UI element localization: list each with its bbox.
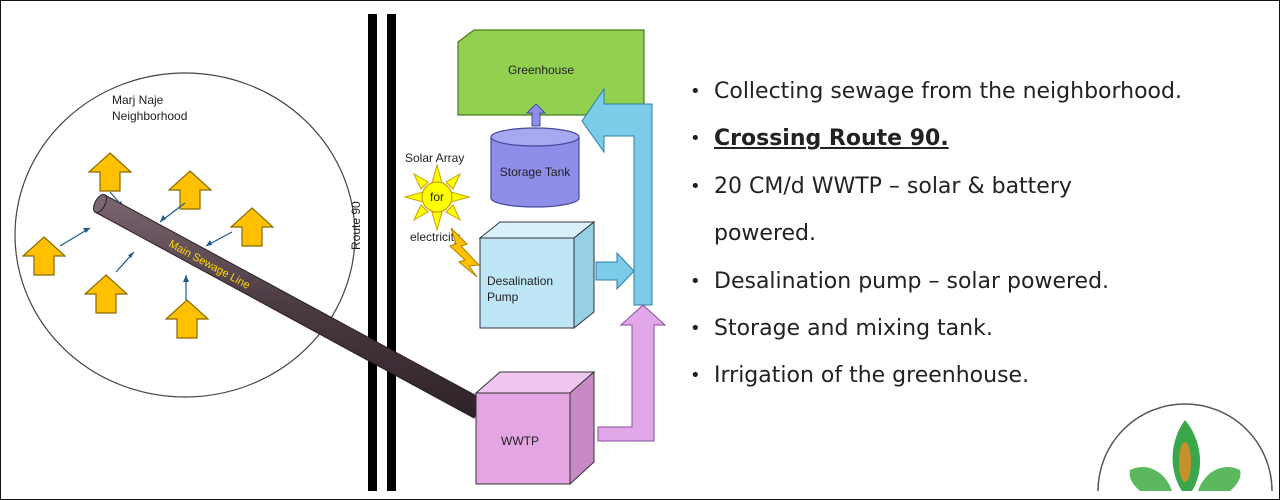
neighborhood-label-line1: Marj Naje [112,93,164,107]
pump-label-line2: Pump [487,290,519,304]
bullet-text: Collecting sewage from the neighborhood. [714,79,1182,104]
storage-tank: Storage Tank [490,127,580,208]
solar-label-top: Solar Array [405,151,464,165]
bullet-list: •Collecting sewage from the neighborhood… [690,68,1182,400]
bullet-text: powered. [714,221,817,247]
neighborhood-label-line2: Neighborhood [112,109,187,123]
neighborhood-boundary [14,72,356,398]
blue-return-arrow [581,87,653,306]
wwtp: WWTP [474,370,596,486]
tank-to-greenhouse-arrow [525,103,547,127]
pump-to-riser-arrow [595,251,635,291]
route-90-lane-right [387,14,396,491]
wwtp-to-riser-arrow [597,304,667,442]
desalination-pump: Desalination Pump [478,220,596,330]
solar-array-icon: Solar Array for electricity [403,151,471,244]
bullet-text: 20 CM/d WWTP – solar & battery [714,173,1072,199]
bullet-item: •20 CM/d WWTP – solar & battery [690,173,1072,199]
route-label: Route 90 [349,201,363,250]
lightning-icon [449,227,481,278]
bullet-item: •Crossing Route 90. [690,126,949,152]
pump-label-line1: Desalination [487,274,553,288]
greenhouse-label: Greenhouse [508,63,574,77]
solar-label-bottom: electricity [410,230,460,244]
route-90-lane-left [368,14,377,491]
bullet-item: •Irrigation of the greenhouse. [690,363,1030,389]
project-logo [1097,403,1273,491]
bullet-item: •Desalination pump – solar powered. [690,268,1110,294]
greenhouse [457,29,645,116]
bullet-text: Crossing Route 90. [714,126,949,152]
storage-tank-label: Storage Tank [500,165,571,179]
bullet-text: Irrigation of the greenhouse. [714,363,1030,389]
wwtp-label: WWTP [501,434,539,448]
bullet-text: Desalination pump – solar powered. [714,268,1110,294]
bullet-item: •Collecting sewage from the neighborhood… [690,79,1182,104]
bullet-text: Storage and mixing tank. [714,315,993,341]
solar-label-center: for [430,190,444,204]
bullet-item: •Storage and mixing tank. [690,315,993,341]
bullet-continuation: powered. [700,210,1182,257]
